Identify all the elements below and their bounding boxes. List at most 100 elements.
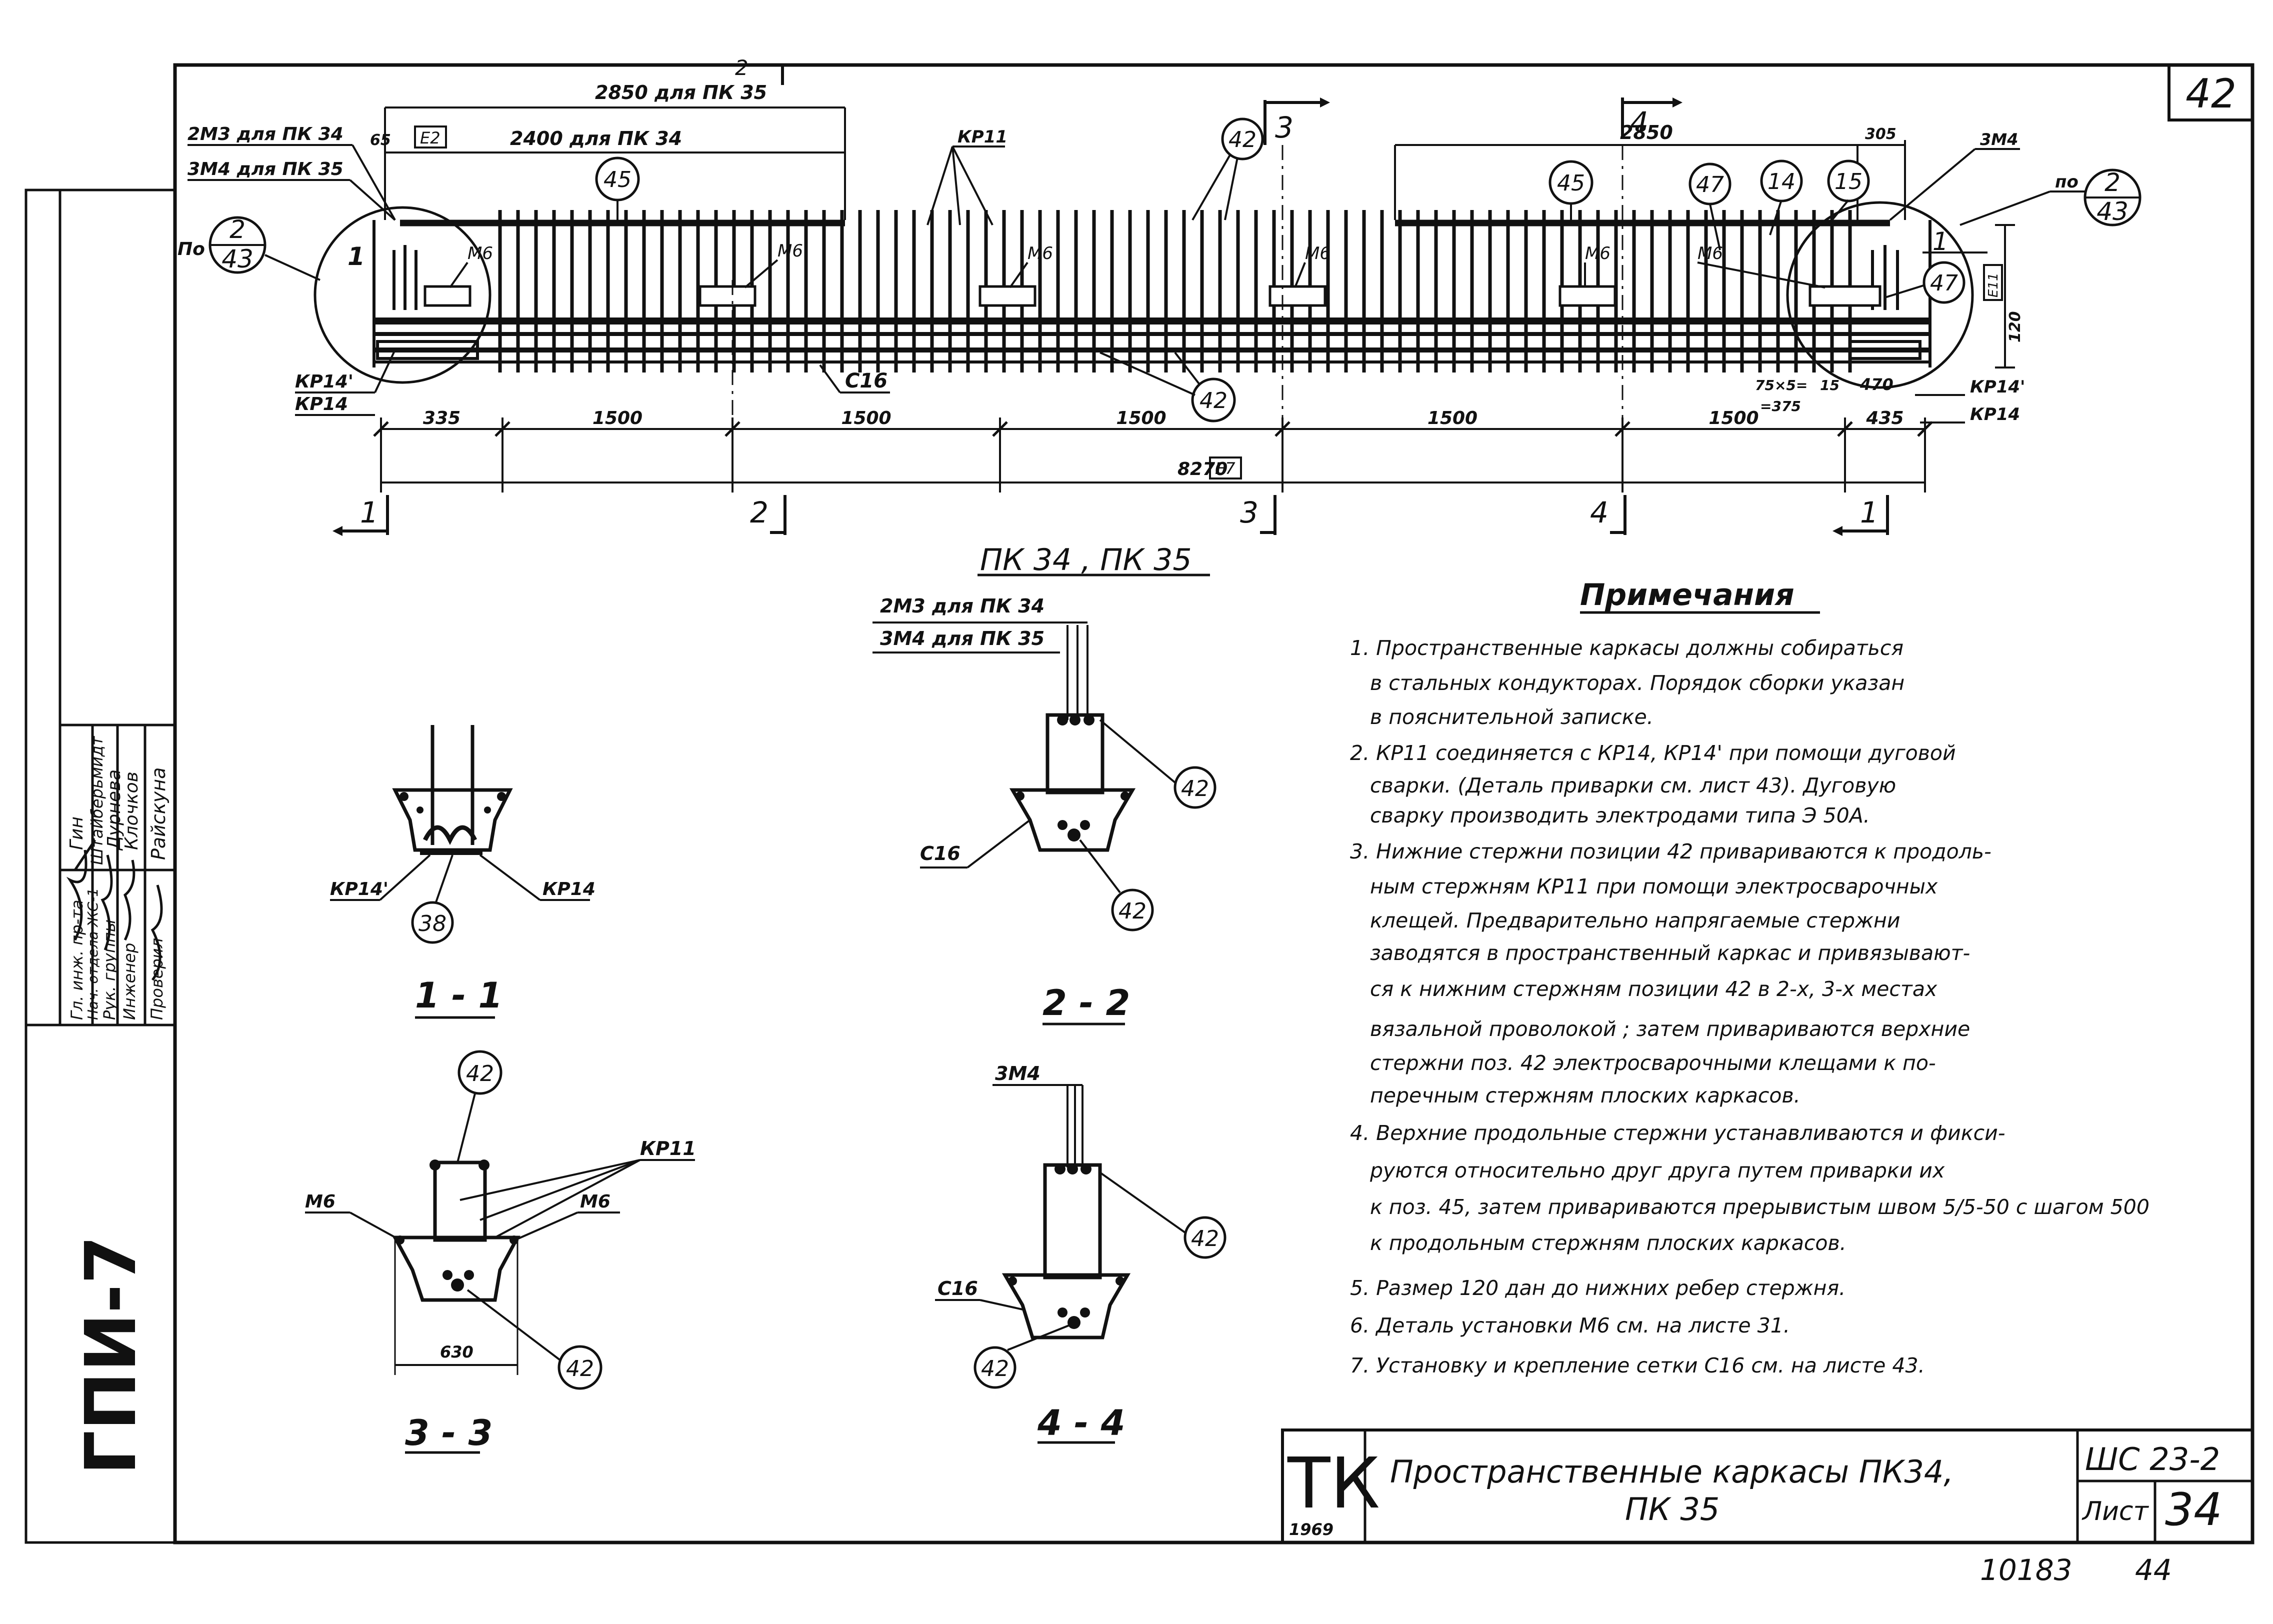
- note-line: ся к нижним стержням позиции 42 в 2-х, 3…: [1370, 977, 1938, 1001]
- title-block-title-1: Пространственные каркасы ПК34,: [1390, 1454, 1954, 1490]
- note-line: к продольным стержням плоских каркасов.: [1370, 1231, 1846, 1255]
- sec22-c16: С16: [920, 842, 960, 864]
- dim-tick: [1917, 421, 1933, 437]
- bottom-dim-label: 1500: [1116, 408, 1166, 428]
- title-block: [1281, 1428, 2254, 1544]
- bottom-dim-label: 1500: [1708, 408, 1758, 428]
- dim-2850-pk35: 2850 для ПК 35: [595, 82, 767, 104]
- right-small-dims: 75×5= =375 15 470: [1755, 375, 1894, 414]
- kr14-prime-label-right: КР14': [1970, 377, 2025, 397]
- sec44-3m4: 3М4: [995, 1062, 1040, 1084]
- note-line: 5. Размер 120 дан до нижних ребер стержн…: [1350, 1276, 1846, 1300]
- section-2-2: 2М3 для ПК 34 3М4 для ПК 35 С16 42 42 2 …: [872, 595, 1216, 1026]
- kr14-label-left: КР14: [295, 394, 348, 414]
- kr14-label-right: КР14: [1970, 404, 2020, 424]
- bottom-dim-label: 1500: [841, 408, 891, 428]
- note-line: клещей. Предварительно напрягаемые стерж…: [1370, 908, 1900, 932]
- m6-labels: М6 М6 М6 М6 М6 М6: [468, 241, 1723, 264]
- archive-number: 10183: [1980, 1553, 2072, 1587]
- detail-circle-right: [1786, 201, 1974, 389]
- dim-375: =375: [1760, 398, 1801, 414]
- sec22-bubble-bottom-label: 42: [1118, 898, 1146, 924]
- stamp-name: Клочков: [122, 772, 142, 850]
- sec11-kr14: КР14: [542, 879, 596, 900]
- sec33-bubble-bottom: [558, 1345, 602, 1390]
- sec44-bubble-right-label: 42: [1191, 1226, 1219, 1252]
- kr14-prime-label-left: КР14': [295, 372, 354, 392]
- bottom-dim-label: 1500: [1428, 408, 1478, 428]
- note-line: 6. Деталь установки М6 см. на листе 31.: [1350, 1314, 1790, 1338]
- po-label-left: По: [178, 239, 205, 260]
- section-cut-arrowhead: [332, 526, 342, 536]
- m6-label: М6: [1585, 244, 1610, 264]
- bubble-leaders: [616, 154, 1926, 396]
- dim-2400-pk34: 2400 для ПК 34: [510, 128, 682, 150]
- m6-leaders: [449, 259, 1826, 288]
- section-mark-top: [781, 64, 1682, 145]
- note-line: 7. Установку и крепление сетки С16 см. н…: [1350, 1354, 1925, 1378]
- section-cut-label: 4: [1590, 496, 1608, 530]
- sec44-bubble-bottom: [974, 1346, 1016, 1389]
- elevation-caption: ПК 34 , ПК 35: [980, 542, 1192, 578]
- notes-title: Примечания: [1580, 578, 1794, 612]
- stamp-name: Райскуна: [148, 768, 170, 860]
- title-block-title-2: ПК 35: [1625, 1491, 1720, 1528]
- stamp-role: Нач. отдела ЖС-1: [84, 888, 101, 1020]
- note-line: сварки. (Деталь приварки см. лист 43). Д…: [1370, 774, 1896, 798]
- c16-label: С16: [845, 370, 888, 392]
- dim-75x5: 75×5=: [1755, 377, 1808, 394]
- position-bubbles: [595, 118, 1966, 422]
- dim-15: 15: [1820, 377, 1840, 394]
- dim-tick: [724, 421, 740, 437]
- sec11-bubble: [411, 901, 454, 944]
- dim-tick: [494, 421, 510, 437]
- sec33-m6-right: М6: [580, 1192, 610, 1212]
- detail-circle-left: [314, 206, 492, 384]
- kr11-leaders: [926, 146, 994, 226]
- note-line: перечным стержням плоских каркасов.: [1370, 1084, 1800, 1108]
- note-line: 2. КР11 соединяется с КР14, КР14' при по…: [1350, 741, 1956, 765]
- dim-305: 305: [1865, 126, 1896, 143]
- sec33-bubble-top: [458, 1050, 502, 1095]
- section-cut-arrowhead: [1832, 526, 1842, 536]
- dim-tick: [1837, 421, 1853, 437]
- dim-120: 120: [2006, 311, 2024, 342]
- sheet-corner-number: 42: [2186, 70, 2236, 117]
- note-line: вязальной проволокой ; затем приваривают…: [1370, 1017, 1970, 1041]
- sec22-title: 2 - 2: [1042, 982, 1130, 1024]
- bubble-label: 42: [1200, 388, 1228, 414]
- sec44-bubble-right: [1184, 1216, 1226, 1259]
- position-bubble-labels: 42 45 45 47 14 15 47 42: [604, 127, 1958, 414]
- sec33-kr11: КР11: [640, 1138, 696, 1160]
- axis-lines: [732, 145, 1624, 435]
- title-block-series: ШС 23-2: [2085, 1441, 2220, 1478]
- stamp-name: Дурнева: [104, 770, 124, 851]
- note-line: 1. Пространственные каркасы должны собир…: [1350, 636, 1904, 660]
- box-e7-label: Е7: [1215, 459, 1236, 478]
- detail-ref-right-num: 2: [2104, 168, 2120, 197]
- dim-tick: [992, 421, 1008, 437]
- sec22-bubble-top-label: 42: [1181, 776, 1209, 802]
- sec11-bubble-label: 38: [418, 911, 446, 936]
- sec44-c16: С16: [938, 1278, 978, 1300]
- note-line: в пояснительной записке.: [1370, 705, 1654, 729]
- sec33-title: 3 - 3: [405, 1412, 492, 1454]
- top-dimensions: [384, 106, 1906, 220]
- note-line: 4. Верхние продольные стержни устанавлив…: [1350, 1121, 2006, 1145]
- left-callout-leaders: [188, 144, 396, 416]
- section-cut-label: 3: [1240, 496, 1258, 530]
- section-4-4: 3М4 С16 42 42 4 - 4: [935, 1062, 1226, 1444]
- stamp-code: ГПИ-7: [70, 1236, 152, 1475]
- sec33-bubble-bottom-label: 42: [566, 1356, 594, 1382]
- stamp-signatures: [66, 839, 163, 981]
- m6-label: М6: [778, 241, 803, 261]
- section-1-top-right: 1: [1932, 227, 1948, 256]
- dim-tick: [373, 421, 389, 437]
- sec22-3m4: 3М4 для ПК 35: [880, 628, 1044, 650]
- section-cut-label: 1: [360, 496, 378, 530]
- detail-ref-right-den: 43: [2096, 197, 2128, 226]
- rebar-2m3-label: 2М3 для ПК 34: [188, 124, 344, 144]
